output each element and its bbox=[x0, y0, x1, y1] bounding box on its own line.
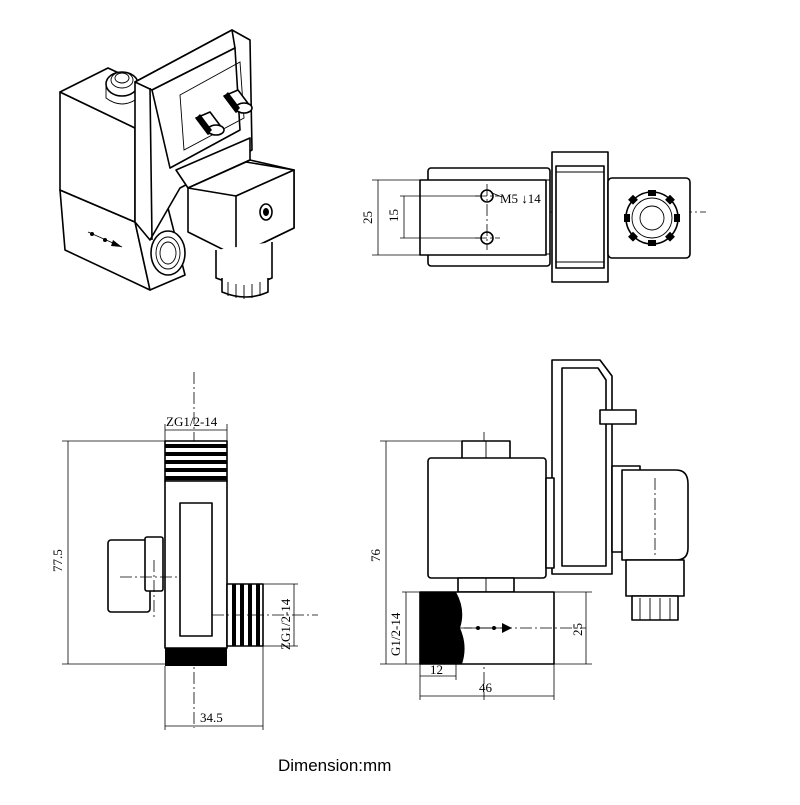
dim-top-thread: ZG1/2-14 bbox=[166, 414, 218, 429]
front-view: ZG1/2-14 ZG1/2-14 77.5 34.5 bbox=[50, 372, 318, 730]
dim-side-thread: ZG1/2-14 bbox=[278, 598, 293, 650]
gland-teeth-icon bbox=[624, 190, 680, 246]
timer-knob-icon bbox=[223, 89, 253, 114]
dim-port-thread: G1/2-14 bbox=[388, 612, 403, 656]
dim-thread-m5: M5 ↓14 bbox=[500, 191, 541, 206]
dim-length-46: 46 bbox=[479, 680, 493, 695]
timer-knob-icon bbox=[195, 111, 225, 136]
dim-width-25: 25 bbox=[360, 211, 375, 224]
dim-height-77-5: 77.5 bbox=[50, 549, 65, 572]
dimension-unit-caption: Dimension:mm bbox=[278, 756, 392, 775]
top-thread-fitting bbox=[164, 440, 228, 482]
dim-port-12: 12 bbox=[430, 662, 443, 677]
top-view: M5 ↓14 25 15 bbox=[360, 151, 706, 283]
dim-body-25: 25 bbox=[570, 623, 585, 636]
side-view: 76 G1/2-14 25 12 46 bbox=[368, 359, 689, 700]
dim-height-76: 76 bbox=[368, 549, 383, 563]
isometric-view bbox=[59, 29, 295, 299]
dim-hole-spacing-15: 15 bbox=[386, 209, 401, 222]
dim-width-34-5: 34.5 bbox=[200, 710, 223, 725]
